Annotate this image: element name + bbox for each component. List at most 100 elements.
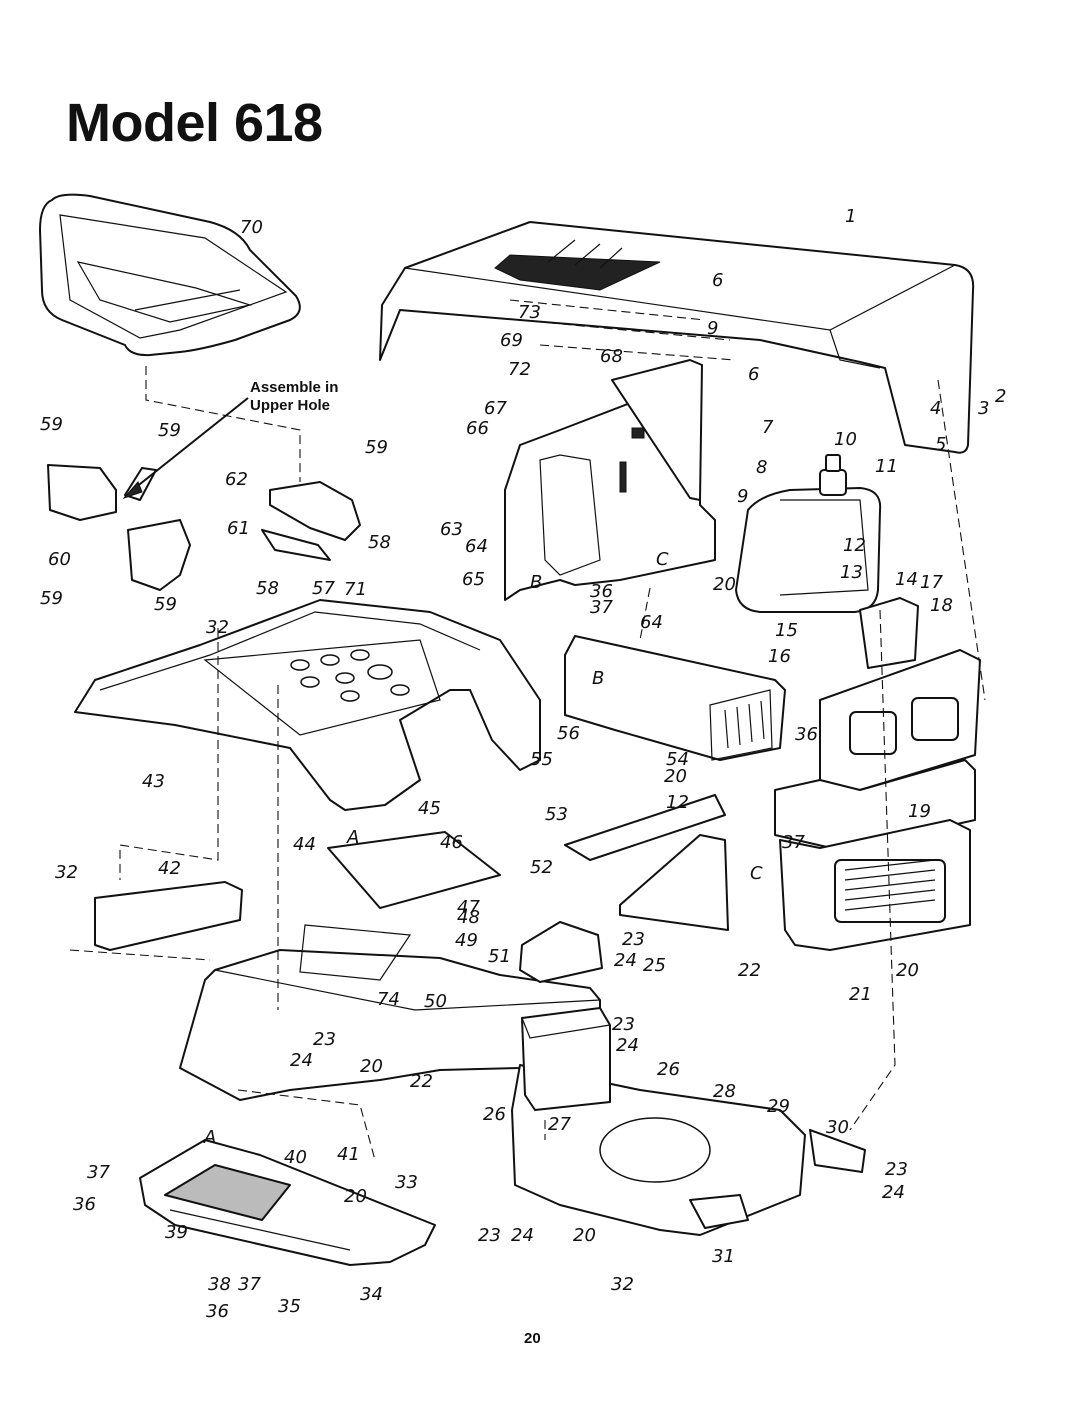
part-callout-9: 9 xyxy=(707,318,718,339)
part-callout-59: 59 xyxy=(40,588,63,609)
fuel-tank-part xyxy=(735,454,882,613)
part-callout-56: 56 xyxy=(557,723,580,744)
part-callout-24: 24 xyxy=(614,950,637,971)
part-callout-17: 17 xyxy=(920,572,943,593)
part-callout-12: 12 xyxy=(666,792,689,813)
part-callout-55: 55 xyxy=(530,749,553,770)
part-callout-72: 72 xyxy=(508,359,531,380)
part-callout-16: 16 xyxy=(768,646,791,667)
part-callout-6: 6 xyxy=(712,270,723,291)
part-callout-12: 12 xyxy=(843,535,866,556)
part-callout-30: 30 xyxy=(826,1117,849,1138)
part-callout-35: 35 xyxy=(278,1296,301,1317)
part-callout-15: 15 xyxy=(775,620,798,641)
part-callout-26: 26 xyxy=(657,1059,680,1080)
part-callout-33: 33 xyxy=(395,1172,418,1193)
part-callout-44: 44 xyxy=(293,834,316,855)
fender-part xyxy=(74,599,541,811)
part-callout-74: 74 xyxy=(377,989,400,1010)
part-callout-31: 31 xyxy=(712,1246,735,1267)
part-callout-9: 9 xyxy=(737,486,748,507)
part-callout-39: 39 xyxy=(165,1222,188,1243)
part-callout-C: C xyxy=(750,863,763,884)
part-callout-67: 67 xyxy=(484,398,507,419)
part-callout-32: 32 xyxy=(55,862,78,883)
part-callout-71: 71 xyxy=(344,579,367,600)
part-callout-64: 64 xyxy=(640,612,663,633)
part-callout-B: B xyxy=(592,668,604,689)
part-callout-59: 59 xyxy=(365,437,388,458)
part-callout-A: A xyxy=(346,827,359,848)
part-callout-37: 37 xyxy=(590,597,613,618)
part-callout-50: 50 xyxy=(424,991,447,1012)
part-callout-22: 22 xyxy=(738,960,761,981)
part-callout-18: 18 xyxy=(930,595,953,616)
part-callout-26: 26 xyxy=(483,1104,506,1125)
part-callout-37: 37 xyxy=(782,832,805,853)
part-callout-5: 5 xyxy=(935,434,946,455)
part-callout-1: 1 xyxy=(845,206,856,227)
part-callout-23: 23 xyxy=(622,929,645,950)
dash-panel-part xyxy=(504,359,716,601)
part-callout-20: 20 xyxy=(573,1225,596,1246)
part-callout-23: 23 xyxy=(612,1014,635,1035)
part-callout-36: 36 xyxy=(206,1301,229,1322)
part-callout-7: 7 xyxy=(762,417,774,438)
part-callout-23: 23 xyxy=(313,1029,336,1050)
part-callout-65: 65 xyxy=(462,569,485,590)
part-callout-45: 45 xyxy=(418,798,441,819)
battery-part xyxy=(94,794,729,1111)
seat-bracket-part xyxy=(47,464,361,591)
part-callout-64: 64 xyxy=(465,536,488,557)
part-callout-22: 22 xyxy=(410,1071,433,1092)
part-callout-42: 42 xyxy=(158,858,181,879)
part-callout-14: 14 xyxy=(895,569,918,590)
part-callout-4: 4 xyxy=(930,398,941,419)
part-callout-34: 34 xyxy=(360,1284,383,1305)
part-callout-36: 36 xyxy=(590,581,613,602)
part-callout-23: 23 xyxy=(478,1225,501,1246)
part-callout-68: 68 xyxy=(600,346,623,367)
part-callout-54: 54 xyxy=(666,749,689,770)
part-callout-25: 25 xyxy=(643,955,666,976)
part-callout-19: 19 xyxy=(908,801,931,822)
part-callout-40: 40 xyxy=(284,1147,307,1168)
part-callout-3: 3 xyxy=(978,398,989,419)
part-callout-24: 24 xyxy=(290,1050,313,1071)
part-callout-60: 60 xyxy=(48,549,71,570)
part-callout-38: 38 xyxy=(208,1274,231,1295)
part-callout-73: 73 xyxy=(518,302,541,323)
seat-part xyxy=(39,193,301,357)
part-callout-37: 37 xyxy=(238,1274,261,1295)
part-callout-48: 48 xyxy=(457,907,480,928)
part-callout-20: 20 xyxy=(664,766,687,787)
hood-part xyxy=(379,221,975,454)
part-callout-58: 58 xyxy=(256,578,279,599)
part-callout-29: 29 xyxy=(767,1096,790,1117)
part-callout-58: 58 xyxy=(368,532,391,553)
part-callout-24: 24 xyxy=(511,1225,534,1246)
page-number: 20 xyxy=(524,1330,541,1347)
part-callout-70: 70 xyxy=(240,217,263,238)
part-callout-10: 10 xyxy=(834,429,857,450)
part-callout-20: 20 xyxy=(713,574,736,595)
part-callout-49: 49 xyxy=(455,930,478,951)
assembly-note-line-2: Upper Hole xyxy=(250,397,331,414)
part-callout-8: 8 xyxy=(756,457,767,478)
footrest-part xyxy=(139,1139,436,1266)
part-callout-B: B xyxy=(530,572,542,593)
part-callout-24: 24 xyxy=(616,1035,639,1056)
part-callout-11: 11 xyxy=(875,456,898,477)
part-callout-6: 6 xyxy=(748,364,759,385)
part-callout-69: 69 xyxy=(500,330,523,351)
part-callout-63: 63 xyxy=(440,519,463,540)
part-callout-24: 24 xyxy=(882,1182,905,1203)
part-callout-37: 37 xyxy=(87,1162,110,1183)
part-callout-21: 21 xyxy=(849,984,872,1005)
part-callout-32: 32 xyxy=(206,617,229,638)
part-callout-20: 20 xyxy=(896,960,919,981)
part-callout-59: 59 xyxy=(158,420,181,441)
part-callout-20: 20 xyxy=(360,1056,383,1077)
